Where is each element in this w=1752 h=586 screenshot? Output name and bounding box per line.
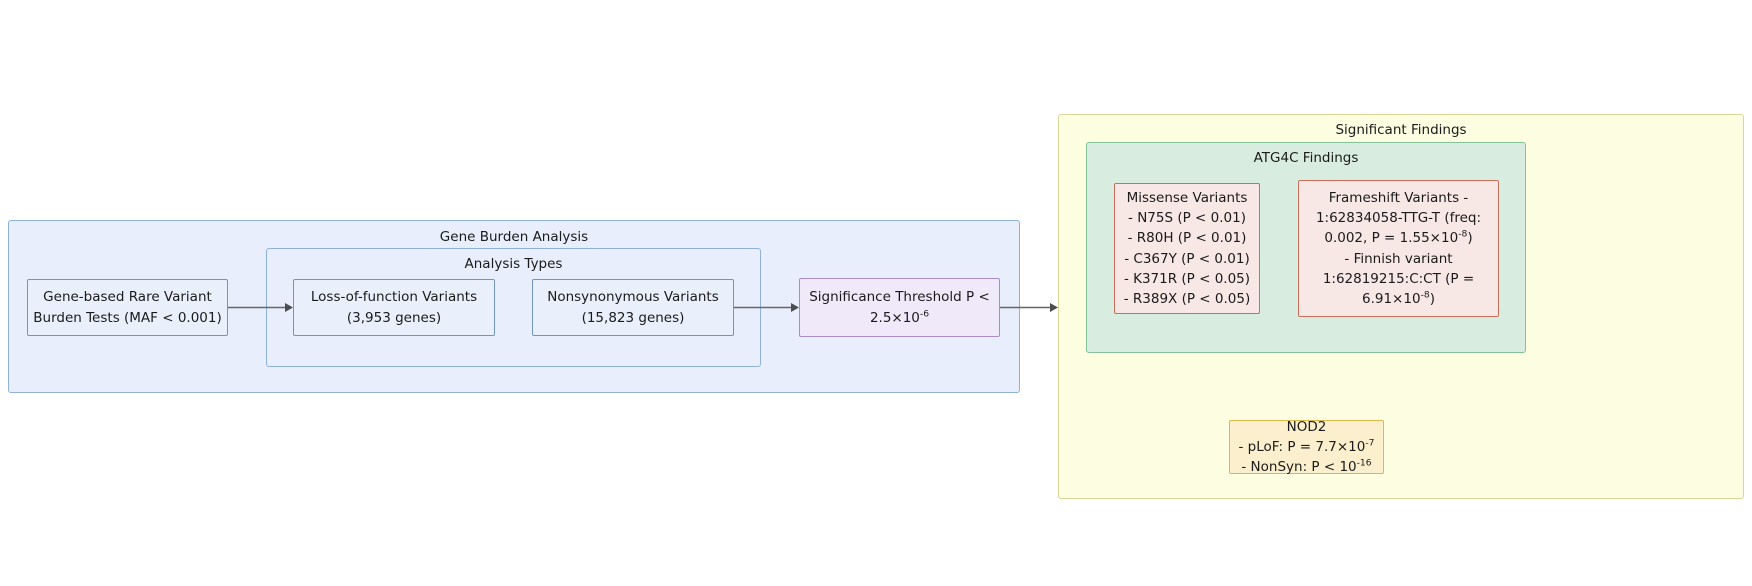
edge-nonsynonymous-to-significance-threshold [734, 303, 799, 312]
node-frameshift-variants-line-6-exponent: -8 [1420, 289, 1430, 301]
node-frameshift-variants-line-3-exponent: -8 [1458, 228, 1468, 240]
node-loss-of-function-variants-line-1: Loss-of-function Variants [310, 289, 478, 306]
node-nod2-line-2-base: - pLoF: P = 7.7×10 [1238, 438, 1366, 455]
node-nod2-line-3: - NonSyn: P < 10-16 [1241, 457, 1371, 477]
node-burden-tests-line-2: Burden Tests (MAF < 0.001) [33, 309, 222, 326]
node-missense-variants-item-2: - R80H (P < 0.01) [1127, 230, 1247, 247]
node-frameshift-variants-line-6: 6.91×10-8) [1362, 289, 1435, 309]
node-nonsynonymous-variants[interactable]: Nonsynonymous Variants (15,823 genes) [532, 279, 734, 336]
node-missense-variants-item-3: - C367Y (P < 0.01) [1124, 250, 1250, 267]
node-nod2[interactable]: NOD2 - pLoF: P = 7.7×10-7 - NonSyn: P < … [1229, 418, 1384, 477]
node-frameshift-variants-line-1: Frameshift Variants - [1328, 189, 1469, 206]
node-nonsynonymous-variants-line-2: (15,823 genes) [581, 309, 685, 326]
node-frameshift-variants-line-3-base: 0.002, P = 1.55×10 [1324, 230, 1459, 247]
node-significance-threshold-line-1: Significance Threshold P < [809, 289, 990, 306]
cluster-atg4c-findings-title: ATG4C Findings [1253, 150, 1359, 166]
node-nod2-line-2-exponent: -7 [1365, 437, 1375, 449]
node-frameshift-variants-line-3-tail: ) [1467, 230, 1473, 247]
node-significance-threshold[interactable]: Significance Threshold P < 2.5×10-6 [799, 278, 1000, 337]
node-nod2-line-3-exponent: -16 [1356, 457, 1372, 469]
node-frameshift-variants-line-2: 1:62834058-TTG-T (freq: [1315, 210, 1482, 226]
node-loss-of-function-variants[interactable]: Loss-of-function Variants (3,953 genes) [293, 279, 495, 336]
node-frameshift-variants-line-6-tail: ) [1429, 291, 1435, 307]
node-missense-variants[interactable]: Missense Variants - N75S (P < 0.01) - R8… [1114, 183, 1260, 314]
cluster-significant-findings-title: Significant Findings [1335, 122, 1467, 138]
node-nod2-line-2: - pLoF: P = 7.7×10-7 [1239, 437, 1375, 457]
node-loss-of-function-variants-line-2: (3,953 genes) [346, 309, 442, 326]
edge-burden-tests-to-loss-of-function [228, 303, 293, 312]
node-frameshift-variants-line-5: 1:62819215:C:CT (P = [1322, 270, 1475, 287]
node-significance-threshold-exponent: -6 [919, 308, 930, 319]
node-missense-variants-item-5: - R389X (P < 0.05) [1123, 291, 1251, 307]
node-frameshift-variants-line-6-base: 6.91×10 [1362, 291, 1421, 307]
node-missense-variants-item-4: - K371R (P < 0.05) [1123, 270, 1251, 287]
node-missense-variants-item-1: - N75S (P < 0.01) [1128, 210, 1246, 226]
edge-significance-threshold-to-significant-findings [1000, 303, 1058, 312]
node-frameshift-variants-line-3: 0.002, P = 1.55×10-8) [1324, 228, 1472, 248]
node-significance-threshold-line-2: 2.5×10-6 [870, 308, 929, 328]
node-missense-variants-title: Missense Variants [1126, 189, 1248, 206]
node-nonsynonymous-variants-line-1: Nonsynonymous Variants [547, 289, 719, 306]
node-nod2-title: NOD2 [1286, 418, 1327, 435]
node-burden-tests[interactable]: Gene-based Rare Variant Burden Tests (MA… [27, 279, 228, 336]
node-significance-threshold-value: 2.5×10 [869, 309, 920, 326]
cluster-gene-burden-analysis-title: Gene Burden Analysis [439, 229, 589, 245]
node-frameshift-variants-line-4: - Finnish variant [1344, 250, 1453, 267]
cluster-analysis-types-title: Analysis Types [464, 256, 563, 272]
node-burden-tests-line-1: Gene-based Rare Variant [43, 289, 212, 306]
node-frameshift-variants[interactable]: Frameshift Variants - 1:62834058-TTG-T (… [1298, 180, 1499, 317]
node-nod2-line-3-base: - NonSyn: P < 10 [1241, 459, 1357, 476]
